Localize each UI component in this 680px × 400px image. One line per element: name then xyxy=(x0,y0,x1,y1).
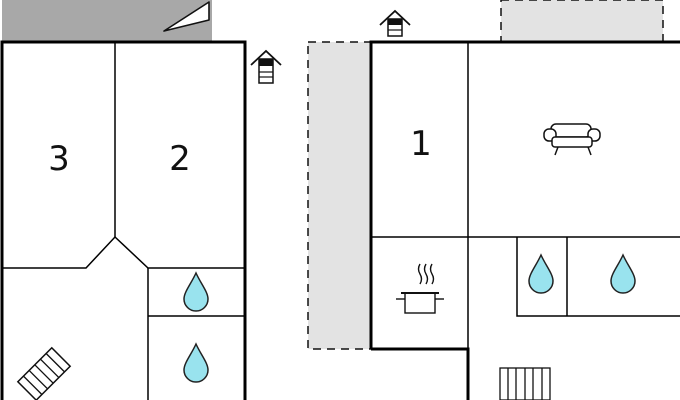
room-label-3: 3 xyxy=(48,139,70,179)
entrance-icon xyxy=(379,9,411,37)
water-drop-icon xyxy=(610,253,636,294)
sofa-icon xyxy=(543,123,601,156)
terrace-top-left xyxy=(2,0,212,42)
room-label-1: 1 xyxy=(410,124,432,164)
left-floor-outer-wall xyxy=(0,40,247,400)
right-floor: 1 xyxy=(307,0,680,400)
stairs-icon xyxy=(16,346,72,400)
balcony-icon xyxy=(163,1,210,32)
right-floor-lower-wall xyxy=(371,347,470,400)
left-floor: 3 2 xyxy=(0,0,282,400)
terrace-top-right xyxy=(500,0,664,43)
wall-lower-rooms xyxy=(2,235,245,269)
water-drop-icon xyxy=(183,271,209,312)
terrace-side-right xyxy=(307,41,372,350)
water-drop-icon xyxy=(183,342,209,383)
entrance-icon xyxy=(250,49,282,84)
cooking-pot-icon xyxy=(396,263,444,314)
wall-bath-box xyxy=(516,237,680,317)
water-drop-icon xyxy=(528,253,554,294)
room-label-2: 2 xyxy=(169,139,191,179)
right-floor-outer-wall xyxy=(369,40,680,349)
stairs-icon xyxy=(499,367,551,400)
